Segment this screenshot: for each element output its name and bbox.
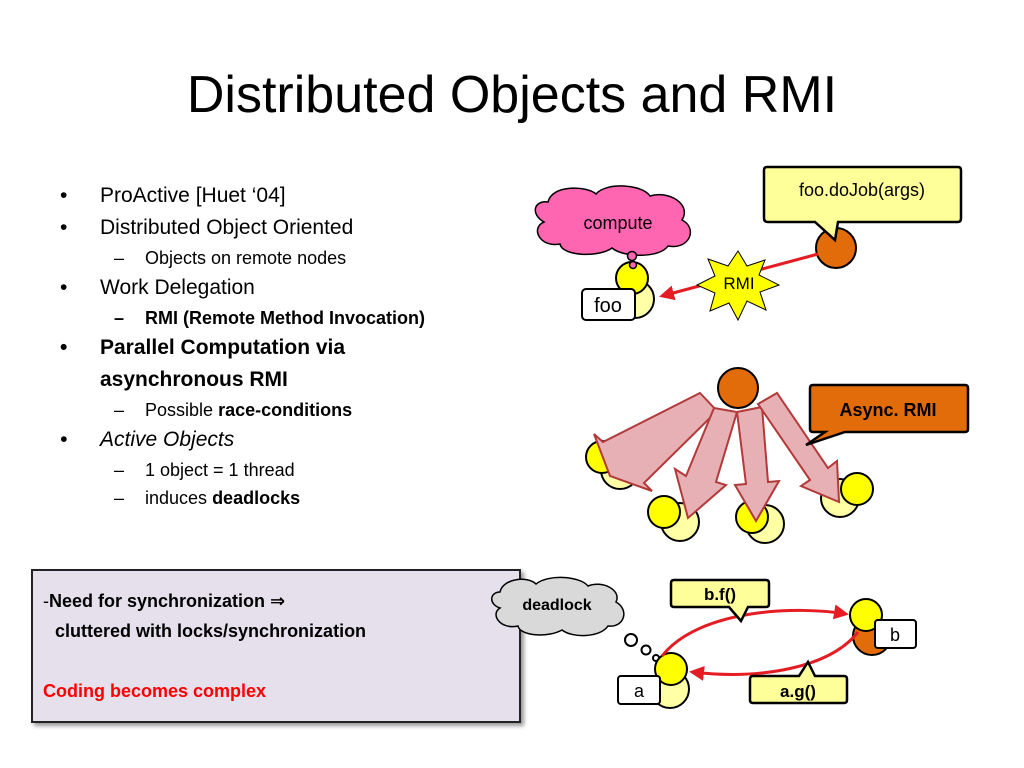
thought-dot (626, 250, 638, 262)
subbullet-deadlocks: induces deadlocks (60, 484, 530, 512)
note-line-3: Coding becomes complex (43, 681, 267, 701)
call-callout-text: foo.doJob(args) (799, 180, 925, 200)
async-arrow-3 (733, 405, 781, 523)
slide-title: Distributed Objects and RMI (186, 66, 838, 124)
object-a-label: a (617, 675, 661, 705)
rmi-burst-text: RMI (723, 274, 754, 293)
object-b-label: b (874, 619, 917, 649)
thought-dot (628, 260, 638, 270)
bullet-work-delegation-text: Work Delegation (100, 276, 255, 299)
note-line-1-text: Need for synchronization ⇒ (49, 591, 286, 611)
subbullet-rmi: RMI (Remote Method Invocation) (60, 304, 530, 332)
bullet-work-delegation: Work Delegation (60, 272, 530, 304)
async-target-4-thread (840, 472, 874, 506)
subbullet-deadlocks-bold: deadlocks (212, 488, 301, 508)
subbullet-rmi-text: RMI (Remote Method Invocation) (145, 308, 425, 328)
bullet-parallel-line2: asynchronous RMI (100, 368, 288, 391)
subbullet-race: Possible race-conditions (60, 396, 530, 424)
deadlock-cloud-text: deadlock (522, 597, 591, 614)
bullet-active-objects-text: Active Objects (100, 428, 235, 451)
arrow-b-to-a (689, 631, 860, 681)
note-line-2: cluttered with locks/synchronization (55, 621, 367, 641)
async-source-node (717, 367, 759, 409)
arrow-a-to-b (660, 604, 849, 657)
foo-label: foo (581, 288, 636, 321)
bullet-distributed-text: Distributed Object Oriented (100, 216, 354, 239)
async-arrow-1 (593, 391, 719, 492)
deadlock-cloud: deadlock (491, 576, 625, 637)
bullet-active-objects: Active Objects (60, 424, 530, 456)
bf-callout-text: b.f() (704, 585, 736, 604)
deadlock-thought-dot (640, 644, 652, 656)
async-target-2-thread (647, 495, 681, 529)
bf-callout: b.f() (669, 578, 771, 624)
bullet-proactive: ProActive [Huet ‘04] (60, 180, 530, 212)
compute-cloud: compute (534, 185, 692, 256)
note-dash: - (43, 591, 49, 611)
compute-cloud-text: compute (583, 213, 652, 233)
subbullet-remote-nodes: Objects on remote nodes (60, 244, 530, 272)
bullet-list: ProActive [Huet ‘04] Distributed Object … (60, 180, 530, 512)
foo-label-text: foo (594, 295, 622, 317)
subbullet-race-prefix: Possible (145, 400, 214, 420)
async-arrow-4 (756, 391, 841, 504)
async-callout-text: Async. RMI (839, 400, 936, 420)
object-b-label-text: b (890, 625, 900, 645)
subbullet-one-object: 1 object = 1 thread (60, 456, 530, 484)
subbullet-remote-nodes-text: Objects on remote nodes (145, 248, 347, 268)
subbullet-one-object-text: 1 object = 1 thread (145, 460, 295, 480)
async-callout: Async. RMI (805, 383, 970, 447)
call-callout: foo.doJob(args) (762, 165, 963, 243)
note-line-1: -Need for synchronization ⇒ (43, 589, 285, 613)
bullet-distributed: Distributed Object Oriented (60, 212, 530, 244)
ag-callout-text: a.g() (780, 682, 816, 701)
subbullet-race-bold: race-conditions (218, 400, 353, 420)
object-a-thread (654, 652, 688, 686)
subbullet-deadlocks-prefix: induces (145, 488, 208, 508)
async-arrows (593, 391, 841, 523)
deadlock-thought-dot (624, 633, 638, 647)
async-arrow-2 (673, 406, 739, 520)
bullet-parallel: Parallel Computation via asynchronous RMI (60, 332, 530, 396)
rmi-burst: RMI (695, 250, 781, 322)
object-a-label-text: a (634, 681, 645, 701)
bullet-proactive-text: ProActive [Huet ‘04] (100, 184, 286, 207)
synchronization-note-box: -Need for synchronization ⇒ cluttered wi… (31, 569, 521, 723)
ag-callout: a.g() (748, 659, 849, 705)
bullet-parallel-line1: Parallel Computation via (100, 336, 346, 359)
